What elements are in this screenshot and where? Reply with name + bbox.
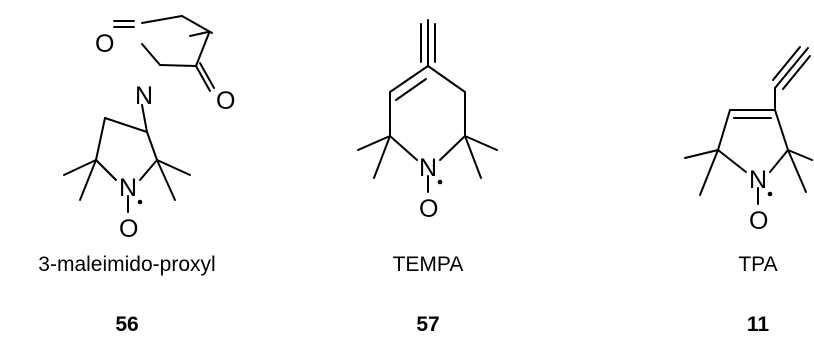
carbonyl-oxygen-right: O — [216, 87, 235, 115]
tetrahydropyridine-ring — [357, 65, 498, 193]
dihydropyrrole-ring — [684, 87, 813, 205]
nitroxide-nitrogen: N — [749, 166, 767, 194]
structure-56: N O O N O — [63, 15, 235, 243]
imide-nitrogen: N — [135, 82, 153, 110]
ethynyl-group — [772, 46, 811, 90]
nitroxide-oxygen: O — [119, 215, 138, 243]
maleimide-ring — [113, 15, 215, 92]
radical-dot — [767, 191, 773, 197]
structure-57: N O — [357, 19, 498, 223]
compound-number-56: 56 — [115, 313, 138, 336]
nitroxide-nitrogen: N — [119, 174, 137, 202]
nitroxide-nitrogen: N — [419, 154, 437, 182]
ethynyl-group — [420, 19, 436, 67]
structure-11: N O — [684, 46, 813, 235]
compound-name-11: TPA — [738, 253, 777, 276]
nitroxide-oxygen: O — [749, 207, 768, 235]
compound-number-57: 57 — [416, 313, 439, 336]
pyrrolidine-ring — [63, 117, 191, 213]
radical-dot — [137, 199, 143, 205]
compound-name-57: TEMPA — [393, 253, 464, 276]
radical-dot — [437, 179, 443, 185]
carbonyl-oxygen-left: O — [95, 30, 114, 58]
nitroxide-oxygen: O — [419, 195, 438, 223]
compound-number-11: 11 — [747, 313, 770, 336]
compound-name-56: 3-maleimido-proxyl — [38, 253, 215, 276]
